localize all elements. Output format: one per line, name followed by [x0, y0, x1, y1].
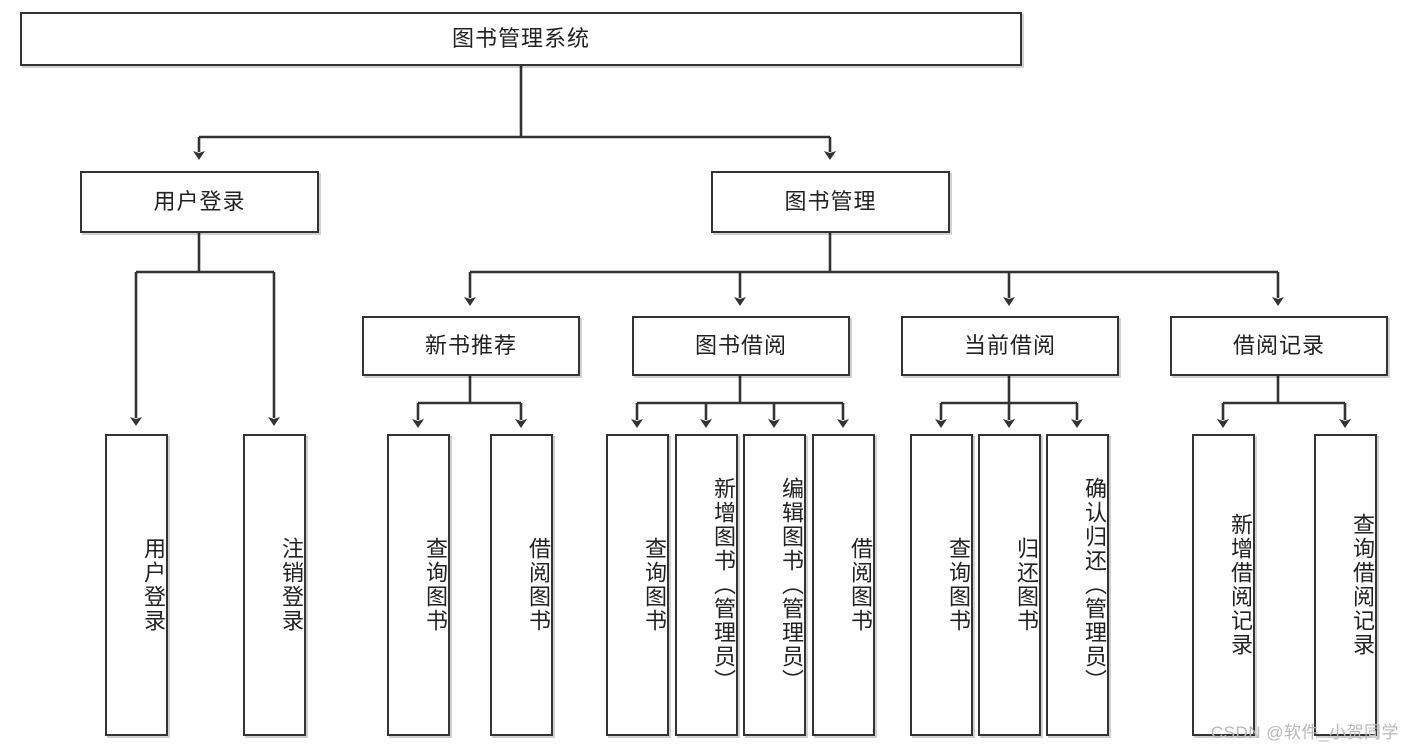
node-leaf-add-record[interactable]: 新增借阅记录: [1192, 434, 1255, 736]
node-current-borrow-label: 当前借阅: [963, 332, 1056, 358]
node-leaf-return-book-label: 归还图书: [1014, 537, 1039, 633]
node-leaf-edit-book-label: 编辑图书（管理员）: [779, 477, 804, 693]
node-current-borrow[interactable]: 当前借阅: [901, 316, 1119, 376]
node-leaf-add-book[interactable]: 新增图书（管理员）: [675, 434, 738, 736]
node-leaf-query-book-1[interactable]: 查询图书: [387, 434, 450, 736]
node-leaf-query-book-1-label: 查询图书: [423, 537, 448, 633]
node-leaf-logout-label: 注销登录: [279, 537, 304, 633]
node-leaf-user-login-label: 用户登录: [141, 537, 166, 633]
node-borrow-record-label: 借阅记录: [1232, 332, 1325, 358]
node-book-manage-label: 图书管理: [784, 188, 877, 214]
node-user-login[interactable]: 用户登录: [80, 171, 319, 233]
node-book-manage[interactable]: 图书管理: [711, 171, 950, 233]
node-leaf-user-login[interactable]: 用户登录: [105, 434, 168, 736]
node-leaf-query-book-2-label: 查询图书: [642, 537, 667, 633]
node-root-label: 图书管理系统: [451, 25, 590, 51]
node-book-borrow[interactable]: 图书借阅: [632, 316, 850, 376]
node-leaf-borrow-book-1[interactable]: 借阅图书: [490, 434, 553, 736]
node-user-login-label: 用户登录: [153, 188, 246, 214]
node-leaf-edit-book[interactable]: 编辑图书（管理员）: [743, 434, 806, 736]
node-leaf-query-book-3[interactable]: 查询图书: [910, 434, 973, 736]
node-leaf-confirm-return[interactable]: 确认归还（管理员）: [1046, 434, 1109, 736]
watermark-label: CSDN @软件_小贺同学: [1210, 723, 1399, 742]
node-leaf-query-record[interactable]: 查询借阅记录: [1314, 434, 1377, 736]
node-leaf-borrow-book-2-label: 借阅图书: [848, 537, 873, 633]
node-leaf-borrow-book-2[interactable]: 借阅图书: [812, 434, 875, 736]
node-leaf-query-record-label: 查询借阅记录: [1350, 513, 1375, 657]
node-leaf-confirm-return-label: 确认归还（管理员）: [1082, 477, 1107, 693]
node-new-book-rec[interactable]: 新书推荐: [362, 316, 580, 376]
node-leaf-return-book[interactable]: 归还图书: [978, 434, 1041, 736]
node-new-book-rec-label: 新书推荐: [424, 332, 517, 358]
node-leaf-add-book-label: 新增图书（管理员）: [711, 477, 736, 693]
node-leaf-query-book-3-label: 查询图书: [946, 537, 971, 633]
node-root[interactable]: 图书管理系统: [20, 12, 1022, 66]
node-leaf-logout[interactable]: 注销登录: [243, 434, 306, 736]
node-leaf-borrow-book-1-label: 借阅图书: [526, 537, 551, 633]
node-borrow-record[interactable]: 借阅记录: [1170, 316, 1388, 376]
node-book-borrow-label: 图书借阅: [694, 332, 787, 358]
node-leaf-query-book-2[interactable]: 查询图书: [606, 434, 669, 736]
node-leaf-add-record-label: 新增借阅记录: [1228, 513, 1253, 657]
